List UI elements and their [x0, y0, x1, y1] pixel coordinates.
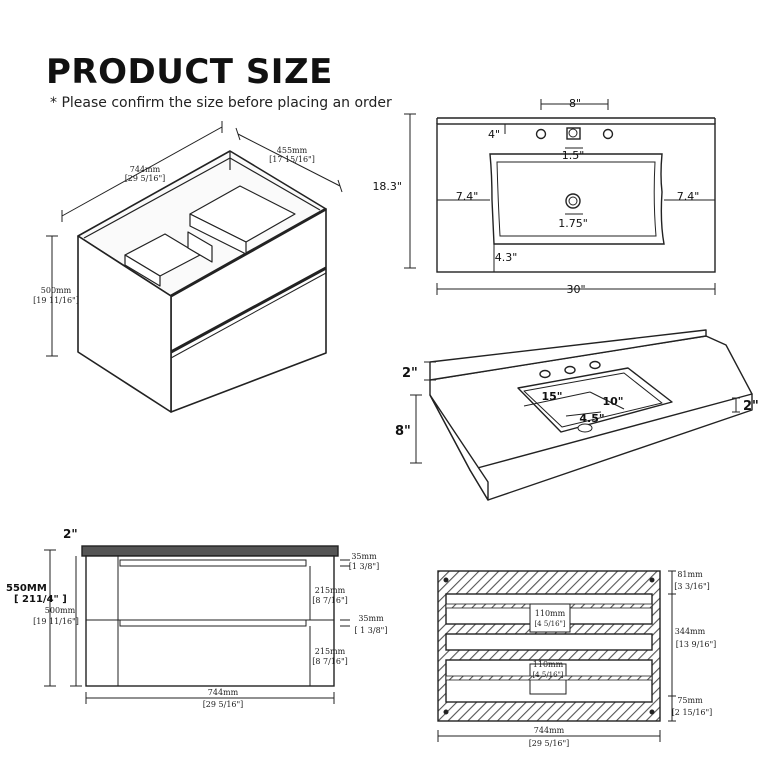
bowl-depth-label: 4.5" — [579, 412, 604, 425]
gap1-in-label: [1 3/8"] — [349, 562, 379, 571]
slot2-in-label: [4 5/16"] — [532, 671, 563, 679]
top-width-label: 30" — [566, 283, 585, 296]
front-total-in-label: [ 211/4" ] — [14, 594, 67, 605]
side-left-label: 7.4" — [456, 190, 479, 203]
section-top-in-label: [3 3/16"] — [674, 582, 710, 591]
section-mid-mm-label: 344mm — [675, 627, 706, 636]
side-right-label: 7.4" — [677, 190, 700, 203]
front-width-in-label: [29 5/16"] — [203, 700, 244, 709]
faucet-offset-label: 4" — [488, 128, 500, 141]
page-subtitle: * Please confirm the size before placing… — [50, 95, 392, 111]
front-total-mm-label: 550MM — [6, 583, 47, 594]
drain-label: 1.75" — [558, 217, 588, 230]
slot2-mm-label: 110mm — [533, 660, 564, 669]
gap2-mm-label: 35mm — [358, 614, 384, 623]
front-top-thickness-label: 2" — [63, 527, 78, 541]
cabinet-height-mm-label: 500mm — [41, 286, 72, 295]
front-width-mm-label: 744mm — [208, 688, 239, 697]
vanity-top-plan-view — [436, 117, 716, 273]
drawer1-in-label: [8 7/16"] — [312, 596, 348, 605]
front-body-mm-label: 500mm — [45, 606, 76, 615]
cabinet-height-in-label: [19 11/16"] — [33, 296, 79, 305]
cabinet-depth-in-label: [17 15/16"] — [269, 155, 315, 164]
bowl-length-label: 15" — [541, 390, 562, 403]
gap2-in-label: [ 1 3/8"] — [355, 626, 388, 635]
front-body-in-label: [19 11/16"] — [33, 617, 79, 626]
cabinet-width-in-label: [29 5/16"] — [125, 174, 166, 183]
cabinet-3d-view — [77, 150, 327, 413]
front-edge-label: 4.3" — [495, 251, 518, 264]
gap1-mm-label: 35mm — [351, 552, 377, 561]
front-height-label: 8" — [395, 424, 411, 439]
bowl-width-label: 10" — [602, 395, 623, 408]
slot1-mm-label: 110mm — [535, 609, 566, 618]
drawer2-mm-label: 215mm — [315, 647, 346, 656]
section-width-mm-label: 744mm — [534, 726, 565, 735]
faucet-hole-label: 1.5" — [562, 149, 585, 162]
slot1-in-label: [4 5/16"] — [534, 620, 565, 628]
section-top-mm-label: 81mm — [677, 570, 703, 579]
section-view — [437, 570, 661, 722]
section-bottom-in-label: [2 15/16"] — [672, 708, 713, 717]
front-elevation-view — [81, 545, 339, 687]
cabinet-width-mm-label: 744mm — [130, 165, 161, 174]
section-mid-in-label: [13 9/16"] — [676, 640, 717, 649]
drawer2-in-label: [8 7/16"] — [312, 657, 348, 666]
section-bottom-mm-label: 75mm — [677, 696, 703, 705]
slab-thickness-label: 2" — [743, 399, 759, 414]
faucet-spread-label: 8" — [569, 97, 581, 110]
backsplash-height-label: 2" — [402, 366, 418, 381]
top-depth-label: 18.3" — [372, 180, 402, 193]
page-title: PRODUCT SIZE — [46, 52, 333, 92]
vanity-top-3d-view — [429, 329, 753, 501]
cabinet-depth-mm-label: 455mm — [277, 146, 308, 155]
drawer1-mm-label: 215mm — [315, 586, 346, 595]
section-width-in-label: [29 5/16"] — [529, 739, 570, 748]
